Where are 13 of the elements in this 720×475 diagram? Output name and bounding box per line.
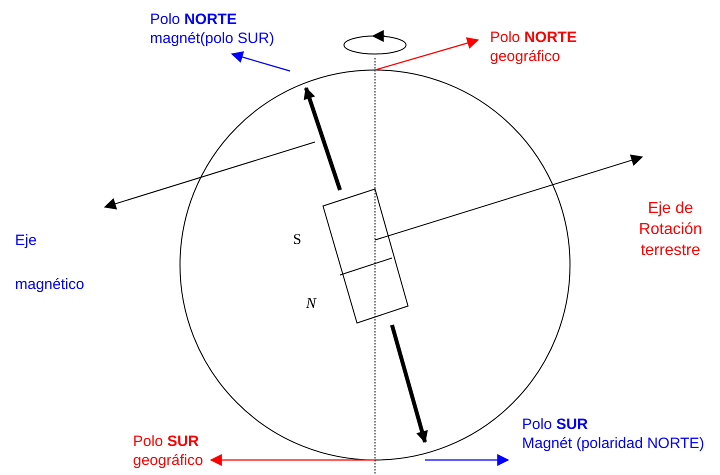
axis-label: Eje (15, 232, 37, 249)
pole-label: Polo SUR Magnét (polaridad NORTE) (522, 415, 704, 453)
pole-label: Polo NORTE geográfico (490, 28, 577, 66)
pole-label: Polo SUR geográfico (133, 432, 204, 470)
arrow (230, 51, 290, 72)
pole-letter: N (306, 296, 316, 313)
axis-label: magnético (15, 276, 84, 293)
arrow (210, 454, 375, 466)
pole-letter: S (293, 232, 302, 249)
arrow (425, 454, 510, 466)
pole-label: Polo NORTE magnét(polo SUR) (150, 10, 274, 48)
arrow (374, 37, 480, 71)
axis-label: Eje de Rotación terrestre (638, 199, 704, 261)
